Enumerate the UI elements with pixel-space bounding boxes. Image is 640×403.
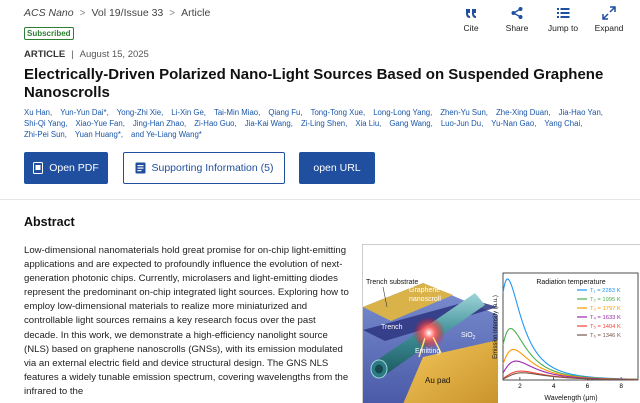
breadcrumb-separator: >: [79, 7, 86, 19]
cite-label: Cite: [463, 23, 479, 33]
author-link[interactable]: Yu-Nan Gao,: [491, 119, 537, 128]
author-link[interactable]: Long-Long Yang,: [373, 108, 433, 117]
x-tick-label: 6: [586, 383, 590, 390]
toc-graphic-svg: Trench substrate Graphene nanoscroll Tre…: [363, 245, 639, 403]
open-url-button[interactable]: open URL: [299, 152, 375, 184]
legend-label: T₄ = 1633 K: [590, 315, 621, 321]
legend-label: T₅ = 1404 K: [590, 324, 621, 330]
label-sio2-base: SiO: [461, 332, 473, 339]
document-icon: [135, 162, 145, 174]
author-link[interactable]: Tong-Tong Xue,: [310, 108, 366, 117]
label-trench: Trench: [381, 324, 403, 331]
label-nanoscroll: nanoscroll: [409, 296, 441, 303]
label-au-pad: Au pad: [425, 376, 450, 385]
author-link[interactable]: Yuan Huang*,: [74, 130, 124, 139]
author-link[interactable]: Zhe-Xing Duan,: [495, 108, 551, 117]
article-meta: ARTICLE | August 15, 2025: [24, 49, 149, 60]
section-divider: [0, 199, 640, 200]
jump-to-button[interactable]: Jump to: [546, 6, 580, 33]
label-emitting: Emitting: [415, 348, 440, 355]
article-type: ARTICLE: [24, 49, 66, 60]
article-toolbar: Cite Share Jump to Expand: [454, 6, 626, 33]
abstract-heading: Abstract: [24, 215, 75, 229]
meta-separator: |: [71, 49, 74, 60]
article-title: Electrically-Driven Polarized Nano-Light…: [24, 66, 604, 101]
author-link[interactable]: and Ye-Liang Wang*: [131, 130, 202, 139]
emission-ray: [418, 337, 426, 358]
supporting-information-label: Supporting Information (5): [151, 162, 274, 174]
cite-button[interactable]: Cite: [454, 6, 488, 33]
expand-label: Expand: [594, 23, 624, 33]
author-link[interactable]: Xu Han,: [24, 108, 53, 117]
author-link[interactable]: Xia Liu,: [355, 119, 382, 128]
author-link[interactable]: Yong-Zhi Xie,: [116, 108, 164, 117]
list-icon: [557, 8, 570, 18]
breadcrumb-journal[interactable]: ACS Nano: [24, 7, 74, 19]
breadcrumb-section[interactable]: Article: [181, 7, 211, 19]
x-tick-label: 8: [619, 383, 623, 390]
subscribed-badge: Subscribed: [24, 27, 74, 40]
author-link[interactable]: Shi-Qi Yang,: [24, 119, 68, 128]
toc-graphic[interactable]: Trench substrate Graphene nanoscroll Tre…: [362, 244, 640, 403]
author-link[interactable]: Jia-Hao Yan,: [558, 108, 603, 117]
x-tick-label: 4: [552, 383, 556, 390]
chart-ylabel: Emission intensity (a.u.): [493, 295, 499, 359]
share-button[interactable]: Share: [500, 6, 534, 33]
label-sio2: SiO2: [461, 332, 476, 341]
chart-frame: [502, 272, 639, 381]
author-link[interactable]: Tai-Min Miao,: [213, 108, 261, 117]
chart-xlabel: Wavelength (μm): [544, 395, 597, 402]
expand-icon: [602, 6, 616, 20]
author-link[interactable]: Zi-Hao Guo,: [194, 119, 237, 128]
share-icon: [511, 7, 523, 19]
author-link[interactable]: Zhen-Yu Sun,: [440, 108, 488, 117]
abstract-text: Low-dimensional nanomaterials hold great…: [24, 245, 349, 397]
publication-date: August 15, 2025: [79, 49, 149, 60]
legend-label: T₆ = 1346 K: [590, 333, 621, 339]
quote-icon: [466, 9, 476, 18]
emission-ray: [432, 336, 442, 354]
author-link[interactable]: Xiao-Yue Fan,: [75, 119, 125, 128]
series-line: [502, 372, 639, 381]
author-link[interactable]: Gang Wang,: [389, 119, 433, 128]
jump-to-label: Jump to: [547, 23, 579, 33]
emission-glow: [413, 317, 445, 349]
open-pdf-button[interactable]: Open PDF: [24, 152, 108, 184]
share-label: Share: [505, 23, 529, 33]
legend-label: T₃ = 1797 K: [590, 306, 621, 312]
label-graphene: Graphene: [409, 287, 440, 294]
legend-label: T₂ = 1995 K: [590, 297, 621, 303]
emission-chart: Radiation temperature Emission intensity…: [493, 272, 639, 402]
author-link[interactable]: Zhi-Pei Sun,: [24, 130, 67, 139]
pdf-icon: [33, 162, 44, 174]
author-link[interactable]: Luo-Jun Du,: [440, 119, 484, 128]
author-link[interactable]: Zi-Ling Shen,: [300, 119, 348, 128]
device-illustration: Trench substrate Graphene nanoscroll Tre…: [363, 245, 498, 403]
breadcrumb-separator: >: [169, 7, 176, 19]
author-link[interactable]: Yang Chai,: [544, 119, 583, 128]
label-trench-substrate: Trench substrate: [366, 279, 418, 286]
x-tick-label: 2: [518, 383, 522, 390]
author-link[interactable]: Qiang Fu,: [268, 108, 303, 117]
expand-button[interactable]: Expand: [592, 6, 626, 33]
breadcrumb-issue[interactable]: Vol 19/Issue 33: [91, 7, 164, 19]
supporting-information-button[interactable]: Supporting Information (5): [123, 152, 285, 184]
chart-title: Radiation temperature: [536, 279, 605, 286]
open-url-label: open URL: [313, 162, 361, 174]
author-list: Xu Han, Yun-Yun Dai*, Yong-Zhi Xie, Li-Xin …: [24, 107, 614, 140]
breadcrumb: ACS Nano > Vol 19/Issue 33 > Article: [24, 7, 210, 19]
author-link[interactable]: Yun-Yun Dai*,: [60, 108, 109, 117]
open-pdf-label: Open PDF: [49, 162, 99, 174]
legend-label: T₁ = 2283 K: [590, 288, 621, 294]
author-link[interactable]: Li-Xin Ge,: [171, 108, 206, 117]
author-link[interactable]: Jia-Kai Wang,: [244, 119, 293, 128]
author-link[interactable]: Jing-Han Zhao,: [132, 119, 187, 128]
label-sio2-subscript: 2: [473, 335, 476, 341]
